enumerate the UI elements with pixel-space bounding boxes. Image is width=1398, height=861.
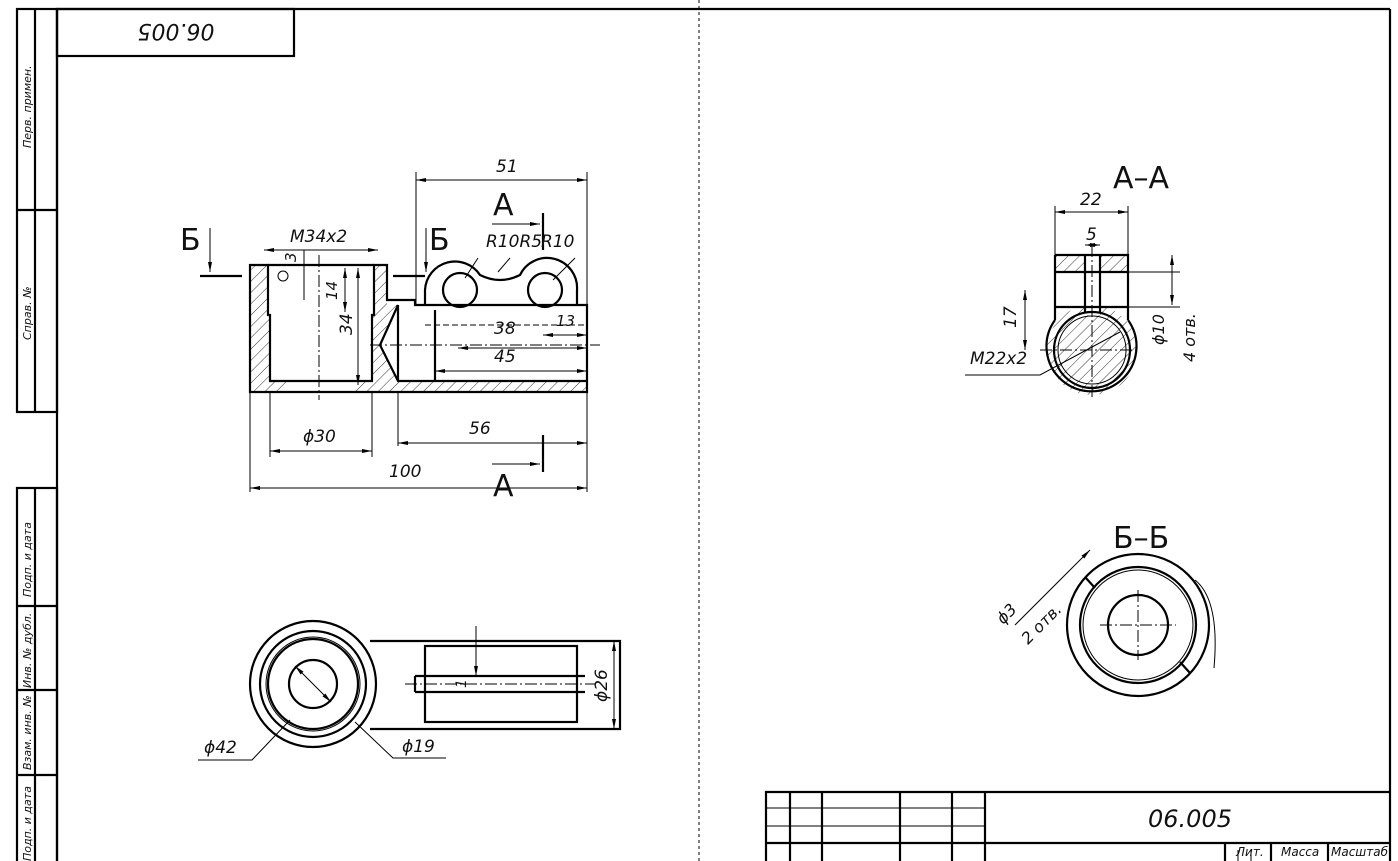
section-aa — [965, 206, 1180, 400]
dim-10: ϕ10 — [1149, 314, 1168, 345]
side-label: Взам. инв. № — [21, 695, 34, 770]
side-label: Подп. и дата — [21, 786, 34, 861]
section-bb-title: Б–Б — [1113, 521, 1169, 556]
dim-34: 34 — [337, 313, 357, 335]
thread-label: M22x2 — [970, 349, 1027, 369]
holes-count-bb: 2 отв. — [1017, 600, 1065, 648]
section-mark-a: А — [493, 188, 514, 223]
side-label: Инв. № дубл. — [21, 613, 34, 688]
dim-22: 22 — [1080, 190, 1102, 210]
front-view-labels: Б Б А А 51 M34x2 R10R5 R10 3 14 34 38 13… — [180, 157, 575, 504]
front-view — [200, 172, 600, 492]
dim-38: 38 — [494, 319, 516, 339]
scale-label: Масштаб — [1331, 845, 1389, 859]
mass-label: Масса — [1281, 845, 1319, 859]
holes-count: 4 отв. — [1180, 313, 1199, 362]
dim-1: 1 — [454, 679, 470, 688]
side-labels: Перв. примен. Справ. № Подп. и дата Инв.… — [21, 65, 34, 861]
side-label: Перв. примен. — [21, 65, 34, 148]
top-code-box: 06.005 — [55, 7, 296, 58]
section-bb — [1014, 549, 1216, 698]
dim-100: 100 — [389, 462, 421, 482]
dim-13: 13 — [556, 312, 575, 330]
dim-r10: R10 — [541, 232, 574, 252]
sheet-frame — [15, 0, 1392, 861]
dim-42: ϕ42 — [204, 738, 237, 758]
dim-thread: M34x2 — [290, 227, 347, 247]
title-block: 06.005 Лит. Масса Масштаб — [764, 790, 1390, 861]
rotated-code: 06.005 — [138, 18, 215, 43]
section-aa-title: А–А — [1113, 161, 1170, 196]
dim-30: ϕ30 — [303, 427, 336, 447]
dim-5: 5 — [1086, 225, 1097, 245]
section-mark-a: А — [493, 469, 514, 504]
dim-26: ϕ26 — [592, 669, 612, 702]
top-view — [198, 619, 622, 761]
dim-3: 3 — [282, 252, 300, 262]
section-aa-labels: А–А 22 5 17 ϕ10 4 отв. M22x2 — [970, 161, 1199, 369]
section-mark-b: Б — [180, 223, 201, 258]
side-label: Подп. и дата — [21, 522, 34, 597]
dim-14: 14 — [323, 281, 341, 300]
section-mark-b: Б — [429, 223, 450, 258]
dim-51: 51 — [496, 157, 518, 177]
document-code: 06.005 — [1148, 805, 1232, 833]
dim-19: ϕ19 — [402, 737, 435, 757]
side-label: Справ. № — [21, 286, 34, 340]
dim-17: 17 — [1001, 306, 1021, 328]
top-view-labels: ϕ42 ϕ19 ϕ26 1 — [204, 669, 612, 758]
lit-label: Лит. — [1235, 845, 1264, 859]
dim-r10r5: R10R5 — [486, 232, 542, 252]
dim-56: 56 — [469, 419, 491, 439]
dim-45: 45 — [494, 347, 516, 367]
